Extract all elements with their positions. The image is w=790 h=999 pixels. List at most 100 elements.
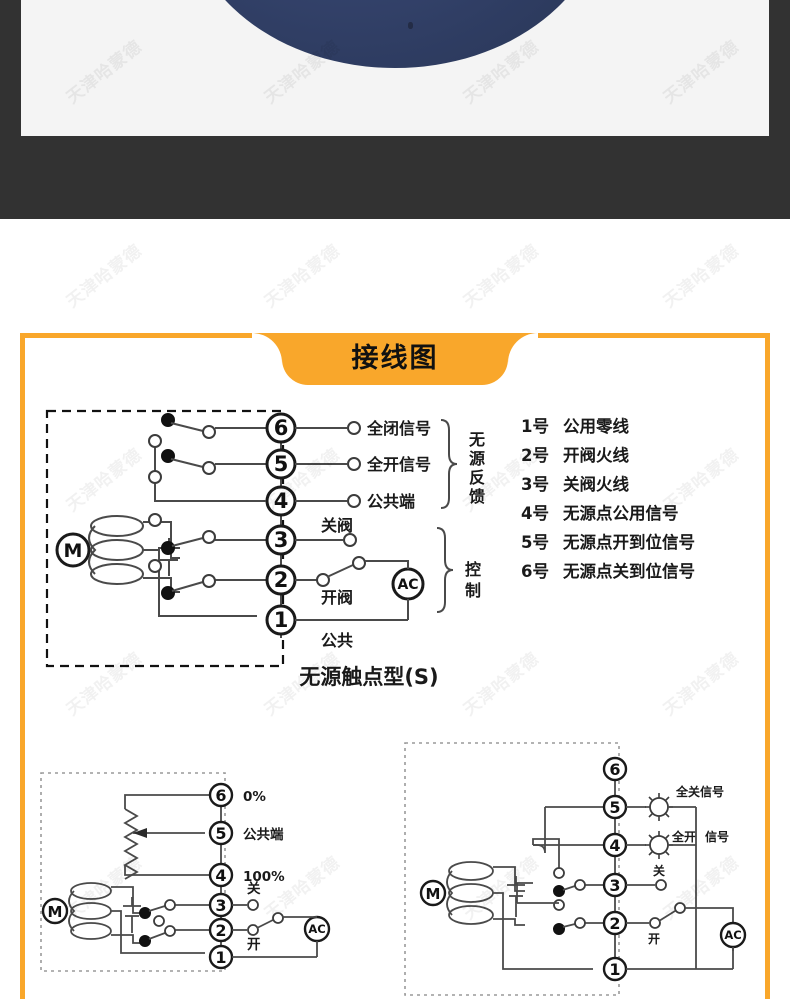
terminal-1: 1 公共	[265, 604, 408, 650]
ac-label: AC	[397, 577, 418, 593]
motor-symbol: M	[55, 515, 257, 617]
watermark-text: 天津哈蒙德	[260, 240, 345, 313]
feedback-label-ch1: 无	[468, 430, 485, 449]
terminal-1-label: 1	[274, 608, 289, 632]
ac-source-bl: AC	[282, 915, 331, 957]
legend-desc-6: 无源点关到位信号	[562, 561, 695, 581]
terminal-5-bl: 5 公共端	[208, 820, 284, 846]
tab-shoulder-right	[508, 333, 538, 363]
ac-source: AC	[365, 560, 425, 620]
terminal-2: 2 开阀	[148, 556, 366, 607]
bottom-right-wiring-diagram: .l3 { stroke:#4a4a4a; stroke-width:1.8; …	[404, 742, 747, 996]
feedback-group: 无 源 反 馈	[440, 419, 485, 509]
actuator-boundary-bl	[40, 772, 226, 972]
actuator-boundary	[45, 409, 285, 668]
control-label-ch2: 制	[465, 581, 481, 600]
feedback-wire-4	[532, 838, 560, 873]
terminal-4-desc: 公共端	[367, 492, 415, 511]
terminal-6-br: 6	[602, 756, 628, 782]
terminal-3: 3 关阀	[148, 513, 357, 556]
legend-desc-4: 无源点公用信号	[562, 503, 679, 523]
terminal-3-br: 3 关	[553, 863, 667, 898]
terminal-4-bl: 4 100%	[147, 862, 285, 888]
motor-symbol-br: M	[419, 861, 593, 970]
legend-num-5: 5号	[521, 533, 549, 552]
terminal-2-desc: 开阀	[321, 588, 353, 607]
ac-label-bl: AC	[308, 922, 325, 936]
feedback-contact-open-2	[553, 899, 565, 911]
terminal-2-label: 2	[274, 568, 289, 592]
terminal-3-desc: 关阀	[321, 516, 353, 535]
legend-num-1: 1号	[521, 417, 549, 436]
feedback-contact-open	[553, 867, 565, 879]
motor-label-bl: M	[48, 903, 63, 921]
watermark-text: 天津哈蒙德	[659, 240, 744, 313]
legend-desc-1: 公用零线	[563, 416, 630, 436]
main-diagram-caption: 无源触点型(S)	[299, 665, 438, 689]
terminal-6-label: 6	[274, 416, 289, 440]
product-photo-band	[0, 0, 790, 219]
ac-label-br: AC	[724, 928, 741, 942]
legend-desc-2: 开阀火线	[563, 445, 630, 465]
motor-label: M	[64, 540, 83, 562]
tab-shoulder-left	[252, 333, 282, 363]
terminal-4: 4 公共端	[148, 434, 415, 517]
actuator-boundary-br	[404, 742, 620, 996]
terminal-5-br: 5 全关信号	[545, 784, 724, 821]
wiring-diagram-section: 接线图 .ln { stroke:#4a4a4a; stroke-width:2…	[20, 333, 770, 999]
terminal-1-br-label: 1	[609, 960, 620, 979]
watermark-text: 天津哈蒙德	[62, 240, 147, 313]
product-photo-panel	[21, 0, 769, 136]
terminal-1-desc: 公共	[321, 631, 353, 650]
terminal-5-label: 5	[274, 452, 289, 476]
terminal-6-bl-label: 6	[215, 786, 226, 805]
terminal-1-bl-label: 1	[215, 948, 226, 967]
ac-source-br: AC	[719, 921, 747, 969]
control-group: 控 制	[436, 527, 481, 613]
terminal-4-br-desc-b: 信号	[705, 829, 729, 844]
feedback-label-ch2: 源	[469, 449, 485, 468]
terminal-2-bl-desc: 开	[247, 937, 261, 953]
control-label-ch1: 控	[465, 560, 481, 579]
terminal-5-br-label: 5	[609, 798, 620, 817]
potentiometer	[123, 794, 205, 880]
terminal-5: 5 全开信号	[161, 448, 431, 480]
terminal-1-br: 1	[602, 956, 733, 982]
legend-num-6: 6号	[521, 562, 549, 581]
terminal-2-bl-label: 2	[215, 921, 226, 940]
section-title-tab: 接线图	[282, 333, 508, 385]
terminal-6-br-label: 6	[609, 760, 620, 779]
watermark-text: 天津哈蒙德	[459, 240, 544, 313]
terminal-6-bl: 6 0%	[147, 782, 266, 808]
feedback-label-ch4: 馈	[469, 487, 485, 506]
terminal-2-bl: 2 开	[139, 912, 284, 953]
terminal-3-label: 3	[274, 528, 289, 552]
terminal-5-br-desc: 全关信号	[675, 784, 724, 799]
legend-num-4: 4号	[521, 504, 549, 523]
page-title: 接线图	[351, 342, 439, 374]
terminal-4-bl-desc: 100%	[243, 869, 285, 885]
terminal-4-br-label: 4	[609, 836, 620, 855]
terminal-6: 6 全闭信号	[161, 412, 431, 444]
feedback-wire-5	[533, 807, 546, 854]
motor-label-br: M	[426, 885, 441, 903]
valve-actuator-photo	[185, 0, 605, 68]
terminal-3-bl: 3 关	[139, 880, 261, 919]
terminal-1-bl: 1	[208, 944, 317, 970]
motor-symbol-bl: M	[41, 882, 205, 954]
feedback-wire-lower	[516, 882, 533, 903]
legend-num-2: 2号	[521, 446, 549, 465]
terminal-4-br-desc-a: 全开	[671, 829, 696, 844]
terminal-5-desc: 全开信号	[366, 455, 431, 474]
main-wiring-diagram: .ln { stroke:#4a4a4a; stroke-width:2; fi…	[45, 409, 695, 689]
terminal-5-bl-label: 5	[215, 824, 226, 843]
terminal-legend: 1号 公用零线 2号 开阀火线 3号 关阀火线 4号 无源点公用信号 5号 无源…	[521, 416, 695, 581]
terminal-4-label: 4	[274, 489, 289, 513]
terminal-6-bl-desc: 0%	[243, 789, 266, 805]
terminal-3-bl-label: 3	[215, 896, 226, 915]
terminal-3-br-desc: 关	[653, 863, 665, 878]
terminal-5-bl-desc: 公共端	[243, 826, 284, 843]
terminal-3-br-label: 3	[609, 876, 620, 895]
terminal-2-br: 2 开	[553, 902, 686, 946]
